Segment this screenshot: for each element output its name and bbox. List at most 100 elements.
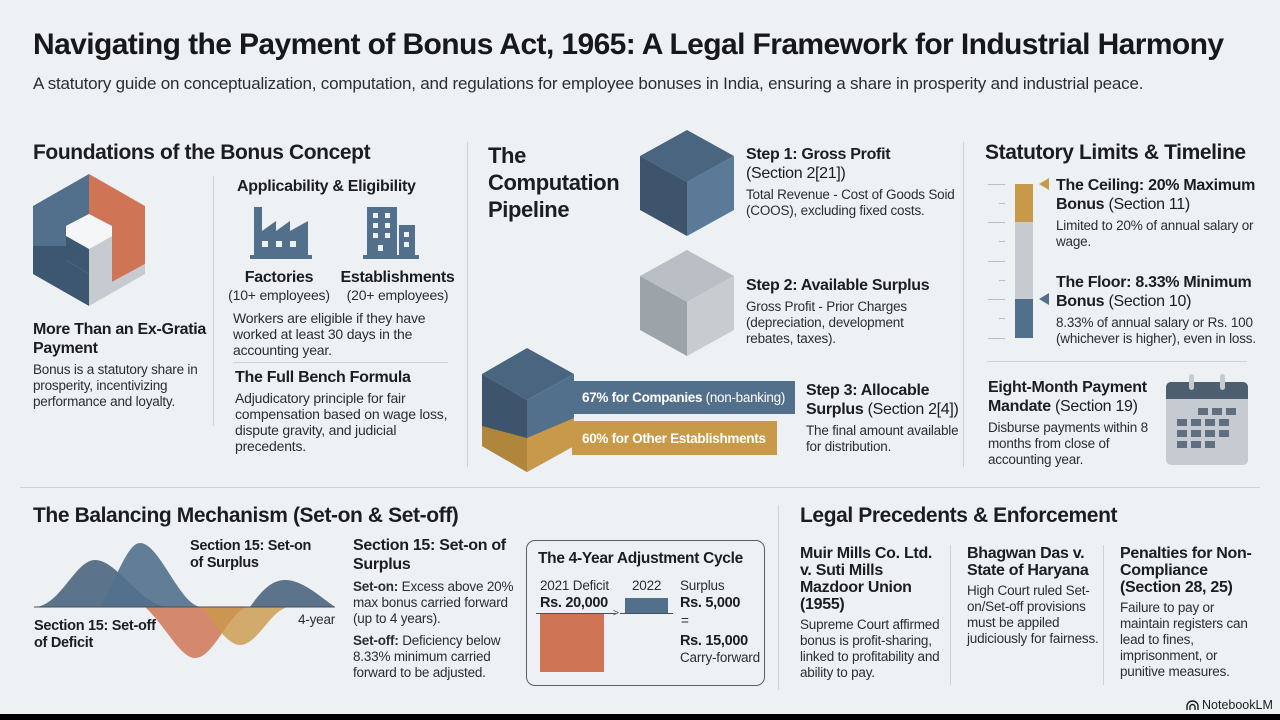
surplus-bar bbox=[625, 598, 668, 613]
surplus-wave bbox=[250, 580, 335, 607]
floor: The Floor: 8.33% Minimum Bonus (Section … bbox=[1056, 273, 1261, 347]
deficit-year-label: 2021 Deficit bbox=[540, 578, 609, 593]
calendar-icon bbox=[1166, 374, 1248, 465]
case-body: High Court ruled Set-on/Set-off provisio… bbox=[967, 583, 1099, 646]
payment-body: Disburse payments within 8 months from c… bbox=[988, 420, 1148, 467]
ceiling-title: The Ceiling: 20% Maximum Bonus bbox=[1056, 177, 1256, 213]
divider bbox=[233, 362, 448, 363]
factories-detail: (10+ employees) bbox=[228, 287, 330, 303]
ceiling-section: (Section 11) bbox=[1108, 196, 1190, 213]
penalties-title: Penalties for Non-Compliance (Section 28… bbox=[1120, 545, 1252, 596]
bar-label: 60% for Other Establishments bbox=[582, 430, 766, 446]
setoff-body: Deficiency below 8.33% minimum carried f… bbox=[353, 633, 501, 680]
carry-forward-label: Carry-forward bbox=[680, 650, 760, 665]
deficit-value: Rs. 20,000 bbox=[540, 595, 608, 611]
bar-label-detail: (non-banking) bbox=[702, 390, 786, 405]
baseline bbox=[536, 613, 616, 614]
divider bbox=[1103, 545, 1104, 685]
pipeline-heading: The Computation Pipeline bbox=[488, 143, 620, 222]
bar-label: 67% for Companies bbox=[582, 390, 703, 405]
set-on-set-off-wave-diagram bbox=[34, 543, 335, 658]
applicability-title: Applicability & Eligibility bbox=[237, 178, 416, 195]
ceiling: The Ceiling: 20% Maximum Bonus (Section … bbox=[1056, 176, 1261, 250]
cube-step1-icon bbox=[640, 130, 734, 236]
case-title: Bhagwan Das v. State of Haryana bbox=[967, 545, 1089, 579]
step2-title: Step 2: Available Surplus bbox=[746, 277, 930, 294]
factories-label: Factories bbox=[244, 269, 314, 286]
divider bbox=[213, 176, 214, 426]
establishments-detail: (20+ employees) bbox=[346, 287, 449, 303]
step3-body: The final amount available for distribut… bbox=[806, 423, 959, 454]
ceiling-body: Limited to 20% of annual salary or wage. bbox=[1056, 218, 1254, 249]
step3-title: Step 3: Allocable Surplus bbox=[806, 382, 930, 418]
establishments-item: Establishments (20+ employees) bbox=[335, 268, 460, 303]
wave-axis-label: 4-year bbox=[298, 612, 336, 627]
legal-heading: Legal Precedents & Enforcement bbox=[800, 504, 1118, 527]
notebooklm-branding: NotebookLM bbox=[1186, 698, 1273, 712]
case-muir-mills: Muir Mills Co. Ltd. v. Suti Mills Mazdoo… bbox=[800, 545, 945, 681]
case-body: Supreme Court affirmed bonus is profit-s… bbox=[800, 617, 940, 680]
arrow-right-icon: > bbox=[613, 608, 619, 619]
wave-label-set-off: Section 15: Set-off of Deficit bbox=[34, 618, 156, 651]
page-title: Navigating the Payment of Bonus Act, 196… bbox=[33, 28, 1224, 61]
notebooklm-label: NotebookLM bbox=[1202, 698, 1273, 712]
other-establishments-allocation-bar: 60% for Other Establishments bbox=[572, 421, 777, 455]
companies-allocation-bar: 67% for Companies (non-banking) bbox=[572, 381, 795, 414]
step1-section: (Section 2[21]) bbox=[746, 165, 846, 182]
surplus-label: Surplus bbox=[680, 578, 725, 593]
step3: Step 3: Allocable Surplus (Section 2[4])… bbox=[806, 381, 962, 455]
balancing-heading: The Balancing Mechanism (Set-on & Set-of… bbox=[33, 504, 459, 527]
step2: Step 2: Available Surplus Gross Profit -… bbox=[746, 276, 951, 347]
cube-step3-icon bbox=[482, 348, 574, 472]
surplus-wave bbox=[100, 543, 202, 607]
full-bench-body: Adjudicatory principle for fair compensa… bbox=[235, 390, 448, 454]
limits-heading: Statutory Limits & Timeline bbox=[985, 141, 1246, 164]
payment-mandate: Eight-Month Payment Mandate (Section 19)… bbox=[988, 378, 1160, 468]
floor-section: (Section 10) bbox=[1108, 293, 1192, 310]
building-icon bbox=[363, 207, 419, 259]
range-bar-segment bbox=[1015, 222, 1033, 299]
divider bbox=[987, 361, 1247, 362]
penalties-body: Failure to pay or maintain registers can… bbox=[1120, 600, 1248, 679]
step2-body: Gross Profit - Prior Charges (depreciati… bbox=[746, 299, 907, 346]
divider bbox=[778, 505, 779, 690]
surplus-value: Rs. 5,000 bbox=[680, 595, 741, 611]
step1-body: Total Revenue - Cost of Goods Soid (COOS… bbox=[746, 187, 955, 218]
eligibility-body: Workers are eligible if they have worked… bbox=[233, 310, 426, 358]
bottom-edge bbox=[0, 714, 1280, 720]
notebooklm-icon bbox=[1186, 699, 1199, 710]
seton-body: Excess above 20% max bonus carried forwa… bbox=[353, 579, 514, 626]
deficit-bar bbox=[540, 614, 604, 672]
full-bench-title: The Full Bench Formula bbox=[235, 369, 411, 386]
case-title: Muir Mills Co. Ltd. v. Suti Mills Mazdoo… bbox=[800, 545, 933, 613]
floor-marker-icon bbox=[1039, 293, 1049, 305]
factories-item: Factories (10+ employees) bbox=[225, 268, 333, 303]
exgratia-body: Bonus is a statutory share in prosperity… bbox=[33, 362, 198, 409]
baseline bbox=[620, 613, 673, 614]
section15-title: Section 15: Set-on of Surplus bbox=[353, 537, 506, 573]
payment-title: Eight-Month Payment Mandate bbox=[988, 379, 1147, 415]
step3-section: (Section 2[4]) bbox=[867, 401, 959, 418]
step1-title: Step 1: Gross Profit bbox=[746, 146, 891, 163]
deficit-wave bbox=[202, 607, 290, 645]
wave-label-set-on: Section 15: Set-on of Surplus bbox=[190, 538, 312, 571]
divider bbox=[20, 487, 1260, 488]
seton-label: Set-on: bbox=[353, 579, 399, 594]
hexagon-cube-icon bbox=[33, 174, 145, 306]
case-bhagwan-das: Bhagwan Das v. State of Haryana High Cou… bbox=[967, 545, 1099, 647]
adjustment-cycle-box bbox=[526, 540, 765, 686]
ceiling-bar-segment bbox=[1015, 184, 1033, 222]
page-subtitle: A statutory guide on conceptualization, … bbox=[33, 74, 1144, 93]
divider bbox=[950, 545, 951, 685]
divider bbox=[963, 142, 964, 467]
cycle-title: The 4-Year Adjustment Cycle bbox=[538, 550, 743, 567]
cube-step2-icon bbox=[640, 250, 734, 356]
factory-icon bbox=[250, 207, 312, 259]
ceiling-marker-icon bbox=[1039, 178, 1049, 190]
floor-bar-segment bbox=[1015, 299, 1033, 338]
foundations-heading: Foundations of the Bonus Concept bbox=[33, 141, 371, 164]
carry-forward-value: Rs. 15,000 bbox=[680, 633, 748, 649]
penalties: Penalties for Non-Compliance (Section 28… bbox=[1120, 545, 1265, 680]
payment-section: (Section 19) bbox=[1054, 398, 1138, 415]
divider bbox=[467, 142, 468, 467]
